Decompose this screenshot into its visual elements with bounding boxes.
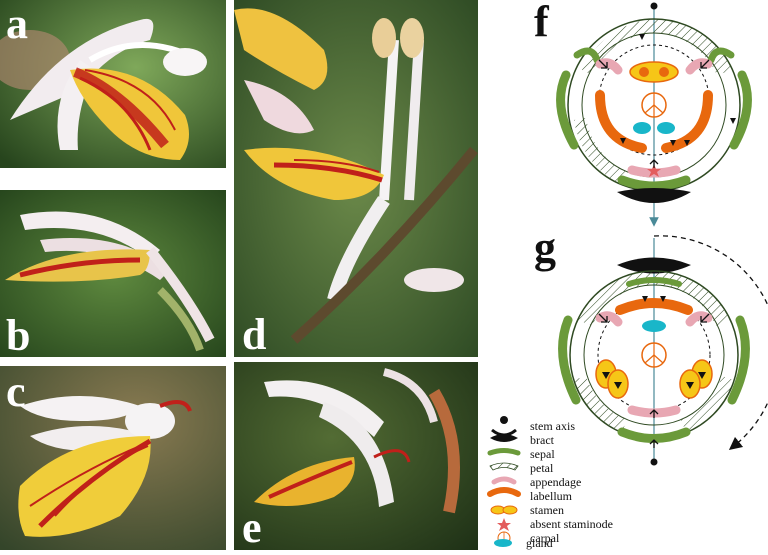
bract-f bbox=[617, 188, 691, 203]
legend-item-petal: petal bbox=[489, 461, 554, 475]
legend-label-gland: gland bbox=[526, 535, 553, 550]
floral-diagrams: f bbox=[482, 0, 768, 550]
floral-diagram-f bbox=[556, 2, 752, 227]
legend-item-stamen: stamen bbox=[490, 503, 564, 517]
floral-diagram-g bbox=[558, 235, 768, 466]
flower-photo-b bbox=[0, 190, 226, 357]
legend-item-absent-staminode: absent staminode bbox=[497, 517, 613, 531]
photo-panel-d: d bbox=[234, 0, 478, 357]
panel-label-b: b bbox=[6, 311, 31, 358]
appendage-g-right bbox=[685, 311, 713, 327]
legend-label-absent-staminode: absent staminode bbox=[530, 517, 613, 531]
sepal-g-bottom bbox=[617, 427, 691, 443]
panel-label-c: c bbox=[6, 367, 26, 416]
gland-icon bbox=[494, 539, 512, 547]
legend-label-stamen: stamen bbox=[530, 503, 564, 517]
star-icon bbox=[497, 518, 511, 531]
legend: stem axis bract sepal petal appendage la… bbox=[487, 416, 613, 545]
legend-item-sepal: sepal bbox=[487, 447, 555, 461]
panel-label-a: a bbox=[6, 0, 28, 48]
stamen-f bbox=[629, 61, 679, 83]
legend-item-bract: bract bbox=[490, 433, 555, 447]
panel-label-e: e bbox=[242, 503, 262, 550]
rotation-arrow-icon bbox=[653, 235, 768, 451]
sepal-g-right bbox=[727, 315, 750, 405]
legend-label-sepal: sepal bbox=[530, 447, 555, 461]
stem-axis-icon bbox=[500, 416, 508, 424]
sepal-f-right bbox=[729, 70, 752, 150]
legend-label-stem-axis: stem axis bbox=[530, 419, 575, 433]
sepal-f-bottom bbox=[617, 175, 691, 191]
legend-label-appendage: appendage bbox=[530, 475, 581, 489]
stem-axis-dot-f bbox=[650, 2, 658, 10]
legend-label-carpal: carpal bbox=[530, 531, 560, 545]
sepal-f-left bbox=[556, 70, 579, 150]
panel-label-d: d bbox=[242, 310, 267, 357]
gland-f-right bbox=[657, 122, 675, 134]
flower-photo-a bbox=[0, 0, 226, 168]
petal-icon bbox=[489, 462, 519, 471]
labellum-icon bbox=[487, 487, 521, 497]
legend-label-labellum: labellum bbox=[530, 489, 573, 503]
flower-photo-d bbox=[234, 0, 478, 357]
bract-icon bbox=[490, 434, 518, 442]
bract-g bbox=[617, 257, 691, 274]
gland-f-left bbox=[633, 122, 651, 134]
floral-diagrams-svg: f bbox=[487, 0, 768, 545]
labellum-f-left bbox=[595, 90, 647, 153]
photo-panel-c: c bbox=[0, 366, 226, 550]
legend-label-petal: petal bbox=[530, 461, 554, 475]
labellum-g bbox=[615, 298, 693, 315]
legend-item-gland: gland bbox=[490, 536, 610, 550]
absent-staminode-f bbox=[647, 164, 661, 177]
photo-panel-b: b bbox=[0, 190, 226, 357]
legend-item-appendage: appendage bbox=[491, 475, 581, 489]
diagram-label-f: f bbox=[534, 0, 550, 46]
legend-item-labellum: labellum bbox=[487, 487, 573, 503]
gland-g bbox=[642, 320, 666, 332]
labellum-f-right bbox=[661, 90, 713, 153]
photo-panel-e: e bbox=[234, 362, 478, 550]
sepal-g-left bbox=[558, 315, 581, 405]
legend-label-bract: bract bbox=[530, 433, 555, 447]
appendage-icon bbox=[491, 476, 517, 485]
diagram-label-g: g bbox=[534, 223, 556, 272]
stamen-icon bbox=[490, 505, 518, 515]
photo-panel-a: a bbox=[0, 0, 226, 168]
stem-axis-dot-g bbox=[650, 458, 658, 466]
flower-photo-c bbox=[0, 366, 226, 550]
flower-photo-e bbox=[234, 362, 478, 550]
sepal-icon bbox=[487, 448, 521, 456]
legend-item-stem-axis: stem axis bbox=[491, 416, 575, 437]
